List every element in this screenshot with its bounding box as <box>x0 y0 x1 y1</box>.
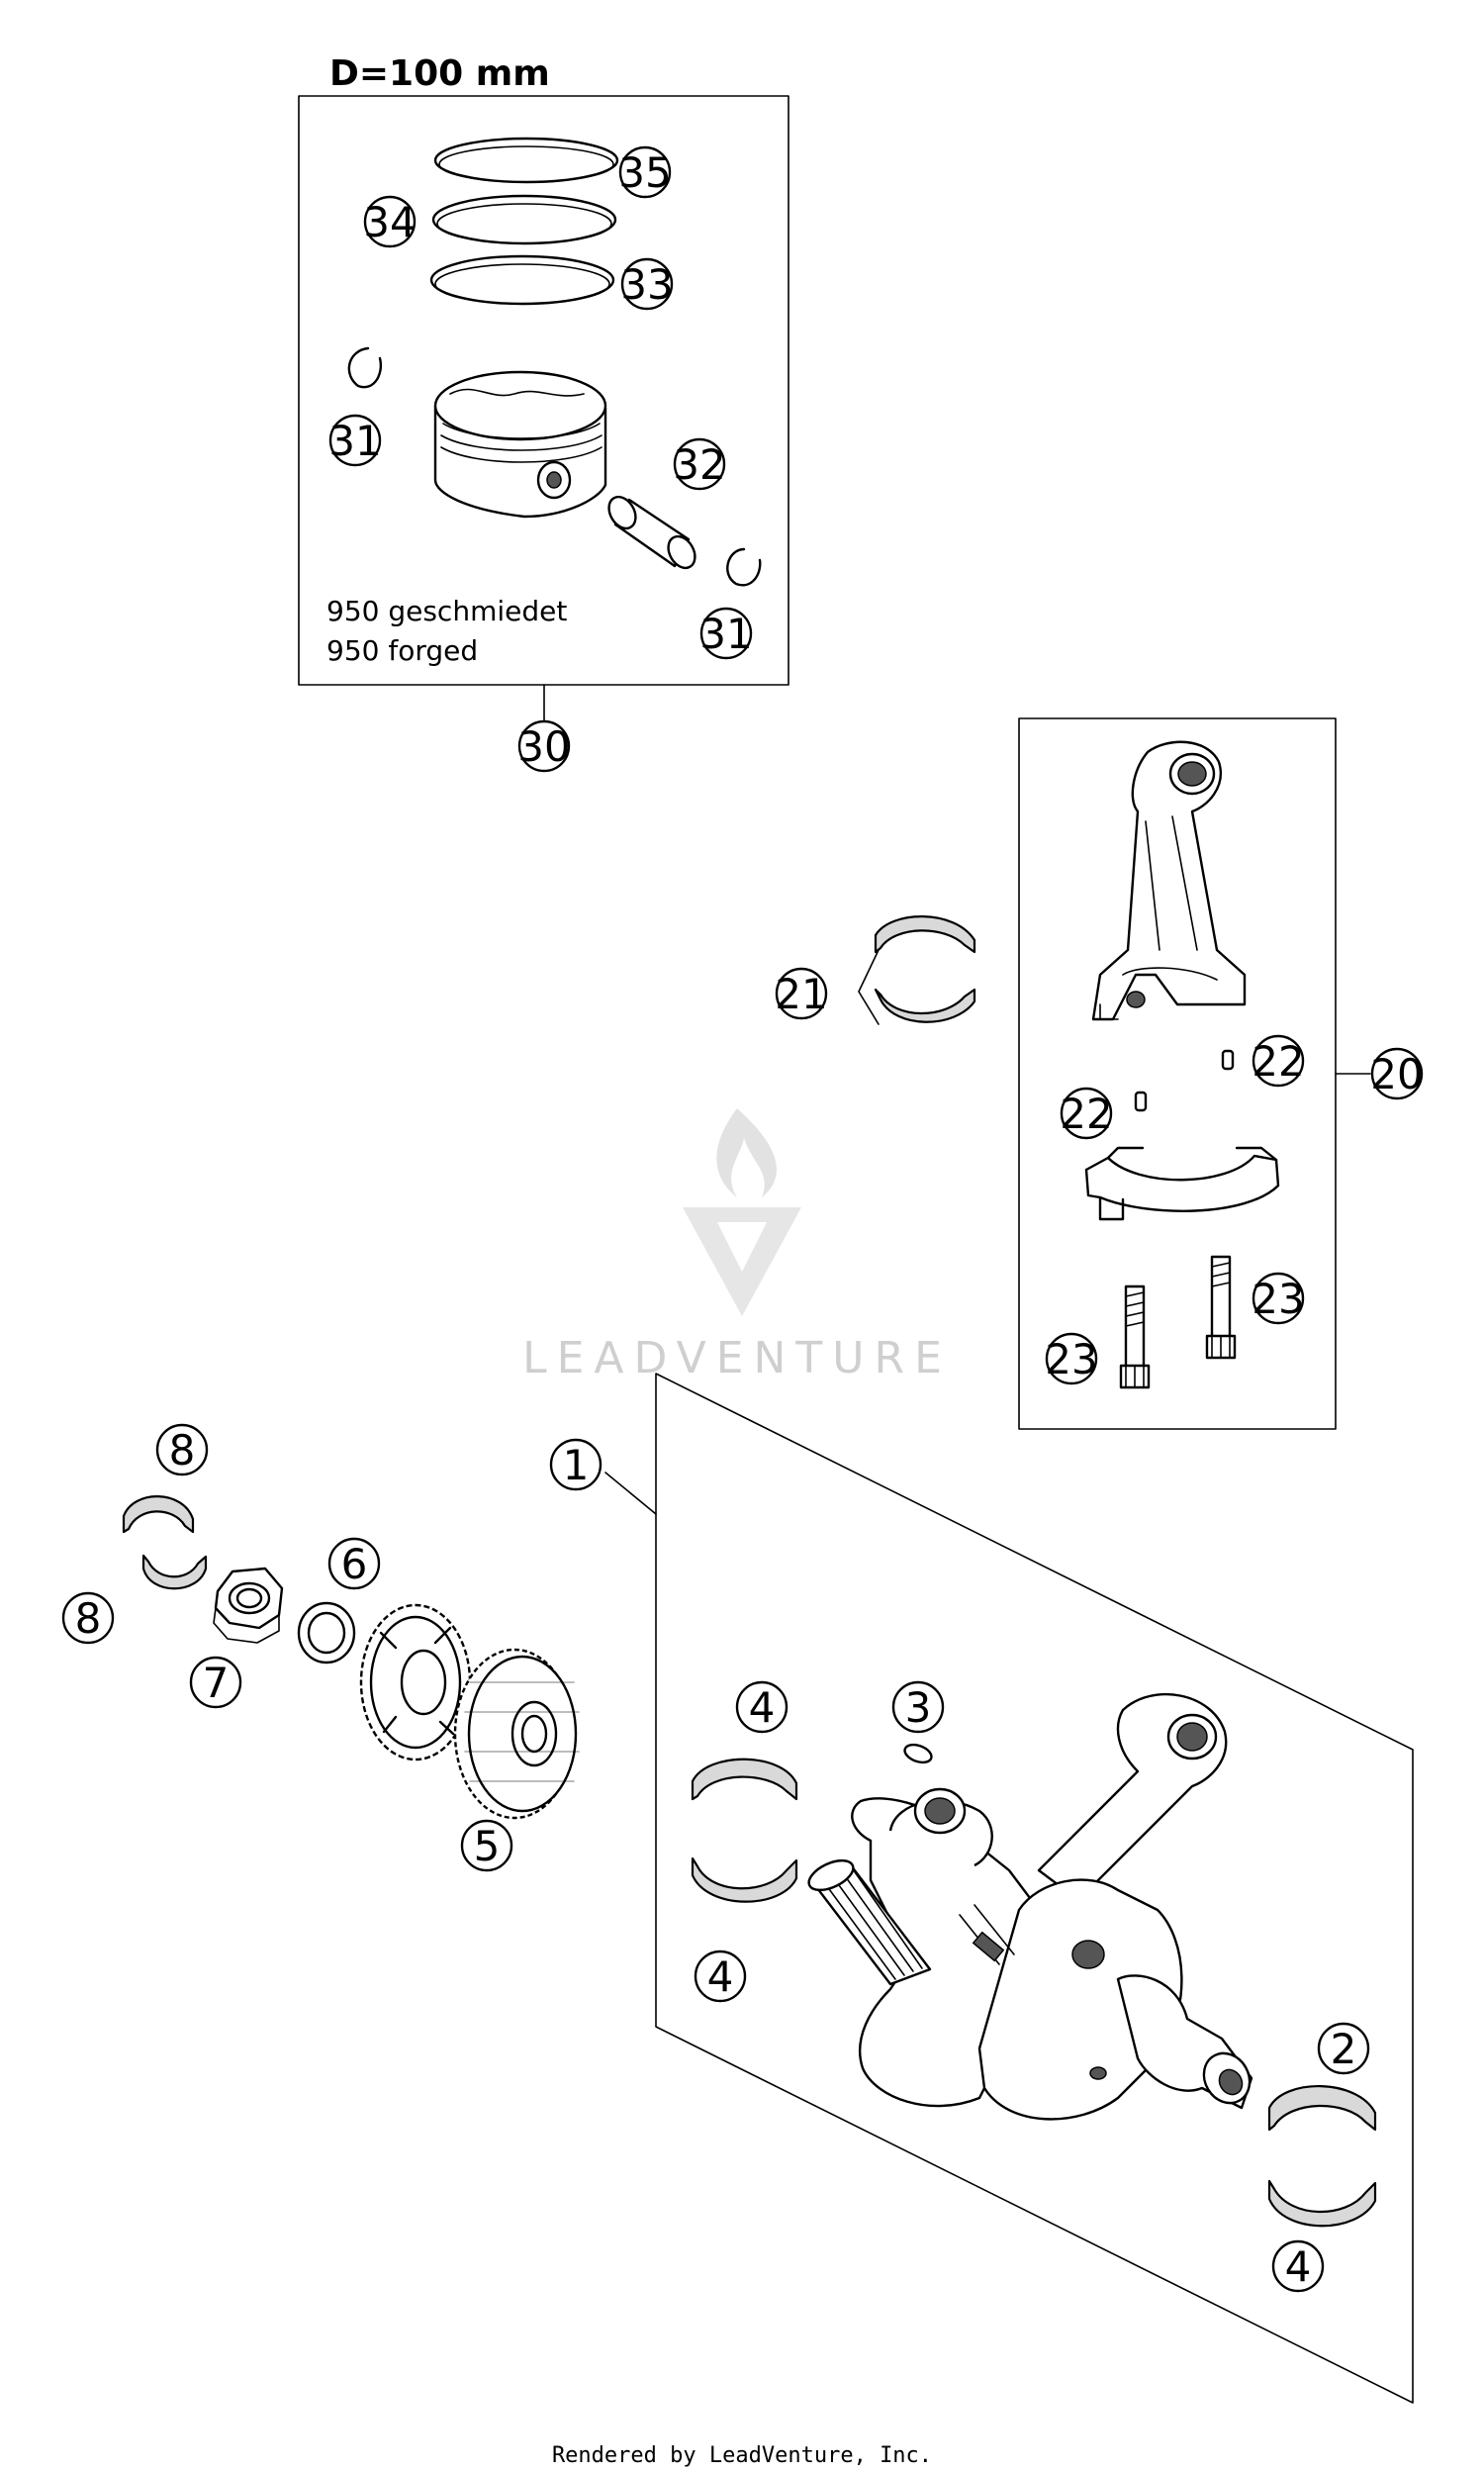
piston-note-german: 950 geschmiedet <box>326 595 567 627</box>
svg-text:22: 22 <box>1252 1037 1304 1086</box>
callout-2: 2 <box>1317 2022 1370 2075</box>
piston-diameter-title: D=100 mm <box>329 53 550 94</box>
gear-5 <box>453 1648 580 1820</box>
callout-5: 5 <box>460 1819 513 1872</box>
leadventure-watermark: LEADVENTURE <box>522 1108 952 1383</box>
svg-text:4: 4 <box>707 1952 734 2001</box>
left-parts-group <box>122 1495 580 1820</box>
callout-4-bottom: 4 <box>1271 2239 1325 2293</box>
watermark-text: LEADVENTURE <box>522 1333 952 1383</box>
callout-23-right: 23 <box>1252 1272 1305 1325</box>
callout-34: 34 <box>363 195 417 248</box>
connecting-rod <box>1091 740 1247 1021</box>
svg-text:3: 3 <box>905 1683 932 1732</box>
callout-8-bottom: 8 <box>61 1591 115 1645</box>
callout-7: 7 <box>189 1656 242 1709</box>
callout-23-left: 23 <box>1045 1332 1098 1385</box>
dowel-pin-upper <box>1221 1049 1235 1071</box>
callout-31-right: 31 <box>699 607 753 660</box>
leader-21 <box>858 949 880 1025</box>
callout-22-left: 22 <box>1060 1087 1113 1140</box>
svg-text:8: 8 <box>169 1426 196 1475</box>
svg-text:31: 31 <box>328 417 381 465</box>
woodruff-key-3 <box>903 1743 933 1764</box>
svg-text:21: 21 <box>775 970 827 1018</box>
piston-ring-35 <box>433 137 619 184</box>
circlip-right <box>726 547 762 587</box>
callout-1: 1 <box>549 1438 603 1491</box>
callout-21: 21 <box>775 967 828 1020</box>
callout-32: 32 <box>673 437 726 491</box>
svg-text:1: 1 <box>563 1441 590 1489</box>
svg-text:2: 2 <box>1331 2025 1357 2073</box>
callout-6: 6 <box>327 1537 381 1590</box>
svg-text:30: 30 <box>517 722 570 771</box>
svg-text:22: 22 <box>1060 1090 1112 1138</box>
svg-text:33: 33 <box>620 260 673 309</box>
conrod-bolt-right <box>1205 1255 1237 1360</box>
callout-20: 20 <box>1370 1047 1424 1100</box>
crankshaft <box>807 1693 1253 2121</box>
conrod-group <box>1018 717 1371 1430</box>
callout-30: 30 <box>517 719 571 773</box>
circlip-left <box>347 346 383 389</box>
svg-text:5: 5 <box>474 1822 501 1870</box>
crankshaft-group <box>604 1373 1414 2404</box>
bearing-shell-lower-8 <box>141 1554 208 1590</box>
main-bearing-upper-4 <box>691 1758 798 1801</box>
v-logo-icon <box>683 1207 801 1316</box>
washer-6 <box>297 1601 356 1665</box>
piston-pin <box>607 495 696 570</box>
callout-31-left: 31 <box>328 414 382 467</box>
callout-4-top: 4 <box>735 1680 788 1734</box>
bearing-shell-upper-8 <box>122 1495 195 1534</box>
piston-kit-group: D=100 mm <box>298 53 789 721</box>
svg-text:34: 34 <box>363 198 416 246</box>
piston-ring-33 <box>429 254 615 306</box>
svg-text:35: 35 <box>618 148 671 197</box>
callout-4-mid: 4 <box>694 1950 747 2003</box>
conrod-cap <box>1084 1146 1280 1221</box>
main-bearing-lower-4-right <box>1267 2179 1377 2228</box>
callout-3: 3 <box>891 1680 945 1734</box>
footer-credit: Rendered by LeadVenture, Inc. <box>552 2443 932 2468</box>
svg-text:23: 23 <box>1045 1335 1097 1383</box>
leader-1 <box>604 1472 657 1515</box>
timing-sprocket <box>359 1603 472 1761</box>
crankshaft-frame <box>655 1373 1414 2404</box>
callouts: 35 34 33 31 32 31 30 21 20 22 22 23 23 1… <box>61 145 1424 2293</box>
conrod-bearing-shells <box>858 915 976 1025</box>
svg-text:4: 4 <box>1285 2242 1312 2291</box>
callout-35: 35 <box>618 145 672 199</box>
svg-text:6: 6 <box>341 1540 368 1588</box>
dowel-pin-lower <box>1134 1091 1148 1112</box>
callout-33: 33 <box>620 257 674 311</box>
svg-text:4: 4 <box>749 1683 776 1732</box>
piston-ring-34 <box>431 194 617 245</box>
flame-logo-icon <box>716 1108 777 1197</box>
callout-8-top: 8 <box>155 1423 209 1476</box>
svg-text:32: 32 <box>673 440 725 489</box>
main-bearing-upper-2 <box>1267 2085 1377 2132</box>
svg-text:31: 31 <box>699 610 752 658</box>
svg-text:23: 23 <box>1252 1275 1304 1323</box>
bearing-shell-upper-21 <box>874 915 976 954</box>
main-bearing-lower-4 <box>691 1856 798 1903</box>
callout-22-right: 22 <box>1252 1034 1305 1088</box>
svg-text:8: 8 <box>75 1594 102 1643</box>
svg-text:20: 20 <box>1370 1050 1423 1098</box>
bearing-shell-lower-21 <box>874 988 976 1023</box>
svg-text:7: 7 <box>203 1659 230 1707</box>
piston <box>433 370 607 519</box>
crankshaft-nut-7 <box>213 1567 284 1644</box>
conrod-bolt-left <box>1119 1285 1151 1389</box>
piston-note-english: 950 forged <box>326 634 478 667</box>
